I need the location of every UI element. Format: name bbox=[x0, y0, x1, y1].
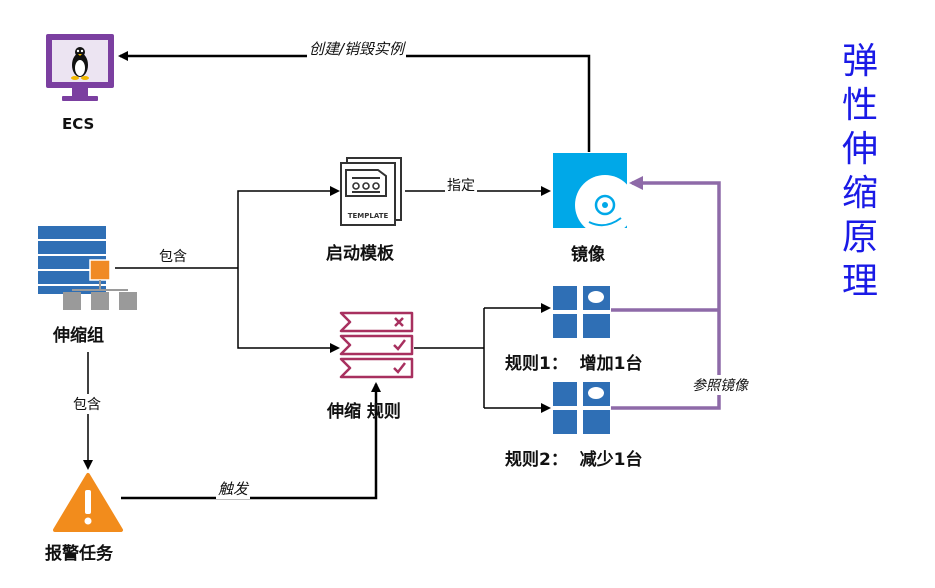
edge-reference-image bbox=[611, 183, 721, 410]
alarm-warning-icon bbox=[53, 473, 123, 532]
scaling-rule-label: 伸缩 规则 bbox=[327, 402, 401, 422]
edge-label-create-destroy: 创建/销毁实例 bbox=[307, 38, 407, 59]
edge-label-trigger: 触发 bbox=[216, 478, 251, 499]
rule2-window-icon bbox=[553, 382, 610, 434]
image-label: 镜像 bbox=[571, 245, 605, 265]
edge-rule-split bbox=[414, 308, 485, 408]
edge-label-contains-group: 包含 bbox=[157, 246, 189, 266]
side-title: 弹性伸缩原理 bbox=[841, 41, 878, 302]
edge-create-destroy bbox=[118, 51, 591, 152]
edge-trigger bbox=[121, 382, 381, 500]
scaling-group-icon bbox=[38, 226, 137, 310]
edge-to-template bbox=[237, 186, 340, 268]
image-disk-icon bbox=[553, 153, 635, 235]
ecs-label: ECS bbox=[62, 115, 95, 133]
template-icon-text: TEMPLATE bbox=[348, 212, 389, 220]
scaling-rule-icon bbox=[339, 311, 414, 379]
launch-template-label: 启动模板 bbox=[326, 244, 394, 264]
alarm-task-label: 报警任务 bbox=[45, 544, 113, 564]
rule2-label: 规则2： 减少1台 bbox=[505, 450, 643, 470]
edge-label-specify: 指定 bbox=[445, 175, 477, 195]
ecs-monitor-icon bbox=[46, 34, 114, 101]
template-icon: TEMPLATE bbox=[340, 157, 402, 226]
rule1-label: 规则1： 增加1台 bbox=[505, 354, 643, 374]
rule1-window-icon bbox=[553, 286, 610, 338]
scaling-group-label: 伸缩组 bbox=[53, 326, 104, 346]
edge-to-rule bbox=[237, 268, 340, 353]
edge-label-contains-alarm: 包含 bbox=[71, 394, 103, 414]
edge-label-reference-image: 参照镜像 bbox=[690, 375, 750, 395]
